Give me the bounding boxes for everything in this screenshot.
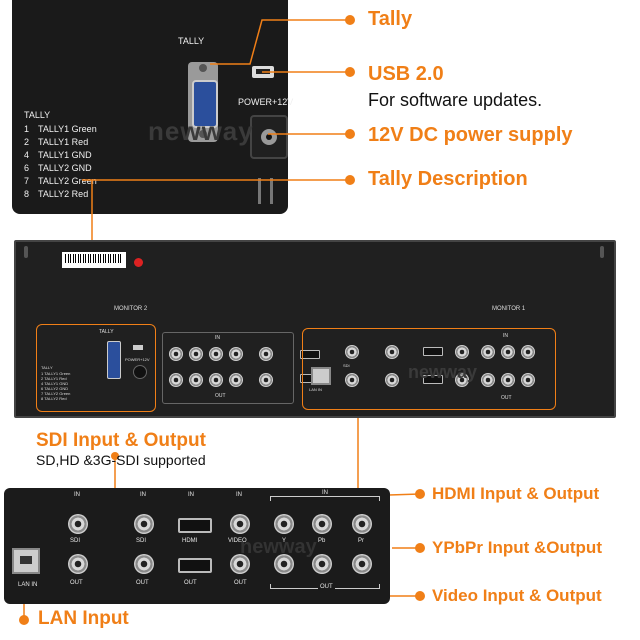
tally-table-title: TALLY: [24, 110, 51, 120]
bottom-watermark: newway: [240, 536, 317, 558]
video-out-connector: [230, 554, 250, 574]
monitor2-label: MONITOR 2: [114, 306, 148, 312]
callout-sdi: SDI Input & Output: [36, 430, 206, 451]
hdmi-in-connector: [178, 518, 212, 533]
bottom-closeup-panel: LAN IN IN SDI OUT IN SDI OUT IN HDMI OUT…: [4, 488, 390, 604]
rack-hdmi-in: [300, 350, 320, 359]
sdi2-out-label: OUT: [136, 580, 149, 586]
hdmi-out-connector: [178, 558, 212, 573]
pb-out-connector: [312, 554, 332, 574]
sdi1-in-connector: [68, 514, 88, 534]
watermark-logo: newway: [148, 116, 254, 146]
rack-sdi-out: [345, 373, 359, 387]
tally-db15-connector: [107, 341, 121, 379]
callout-tally: Tally: [368, 8, 413, 30]
sdi2-in-connector: [134, 514, 154, 534]
usb-port: [133, 345, 143, 350]
y-label: Y: [282, 538, 287, 544]
callout-power: 12V DC power supply: [368, 124, 573, 146]
power-label: POWER+12V: [238, 97, 294, 107]
dc-power-jack: [250, 115, 288, 159]
monitor1-highlight: LAN IN SDI IN OUT: [302, 328, 556, 410]
callout-sdi-desc: SD,HD &3G-SDI supported: [36, 452, 206, 468]
video-in-connector: [230, 514, 250, 534]
lan-in-label: LAN IN: [18, 582, 38, 588]
rack-unit: MONITOR 2 MONITOR 1 TALLY POWER+12V TALL…: [14, 240, 616, 418]
hdmi-label: HDMI: [182, 538, 198, 544]
sdi1-out-label: OUT: [70, 580, 83, 586]
pb-in-connector: [312, 514, 332, 534]
pb-label: Pb: [318, 538, 326, 544]
callout-video: Video Input & Output: [432, 586, 602, 605]
barcode-sticker: [62, 252, 126, 268]
rack-tally-table: TALLY 1 TALLY1 Green 2 TALLY1 Red 4 TALL…: [41, 365, 71, 401]
monitor1-label: MONITOR 1: [492, 306, 526, 312]
tally-port-label: TALLY: [178, 36, 205, 46]
pr-in-connector: [352, 514, 372, 534]
y-in-connector: [274, 514, 294, 534]
hdmi-in-label: IN: [188, 492, 194, 498]
rack-ear-icon: [24, 246, 28, 258]
hdmi-out-label: OUT: [184, 580, 197, 586]
rack-lan-port: [311, 367, 331, 385]
pr-label: Pr: [358, 538, 364, 544]
callout-lan: LAN Input: [38, 608, 129, 629]
dc-power-jack: [133, 365, 147, 379]
callout-ypbpr: YPbPr Input &Output: [432, 538, 602, 557]
ypbpr-in-bracket: [270, 496, 380, 501]
sdi1-label: SDI: [70, 538, 81, 544]
y-out-connector: [274, 554, 294, 574]
rack-watermark: newway: [408, 362, 478, 382]
sdi1-in-label: IN: [74, 492, 80, 498]
callout-usb-desc: For software updates.: [368, 90, 543, 110]
ypbpr-in-label: IN: [320, 490, 330, 496]
pr-out-connector: [352, 554, 372, 574]
rack-tally-highlight: TALLY POWER+12V TALLY 1 TALLY1 Green 2 T…: [36, 324, 156, 412]
sdi2-label: SDI: [136, 538, 147, 544]
rack-slot-icon: [258, 178, 261, 204]
callout-usb: USB 2.0: [368, 63, 444, 85]
lan-port: [12, 548, 40, 574]
sdi2-in-label: IN: [140, 492, 146, 498]
tally-db15-connector: [188, 62, 218, 142]
rack-slot-icon: [270, 178, 273, 204]
rack-ear-icon: [600, 246, 604, 258]
sdi2-out-connector: [134, 554, 154, 574]
video-label: VIDEO: [228, 538, 247, 544]
video-out-label: OUT: [234, 580, 247, 586]
callout-hdmi: HDMI Input & Output: [432, 484, 600, 503]
ypbpr-out-label: OUT: [318, 584, 335, 590]
status-led-icon: [134, 258, 143, 267]
callout-tally-desc: Tally Description: [368, 168, 528, 190]
video-in-label: IN: [236, 492, 242, 498]
sdi1-out-connector: [68, 554, 88, 574]
monitor2-connector-group: IN OUT: [162, 332, 294, 404]
rack-sdi-in: [345, 345, 359, 359]
